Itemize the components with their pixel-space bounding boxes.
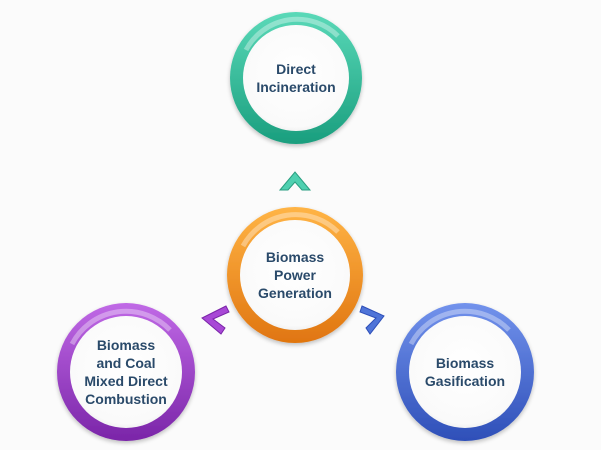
arrow-right-icon: [359, 305, 385, 335]
label-biomass-power-generation: Biomass Power Generation: [258, 249, 332, 301]
node-biomass-coal-mixed-combustion: [57, 303, 195, 441]
label-direct-incineration: Direct Incineration: [256, 61, 336, 95]
node-direct-incineration: [230, 12, 362, 144]
label-biomass-gasification: Biomass Gasification: [424, 355, 506, 389]
node-biomass-gasification: [396, 303, 534, 441]
arrow-left-icon: [201, 305, 230, 335]
label-biomass-coal-mixed-combustion: Biomass and Coal Mixed Direct Combustion: [84, 337, 168, 407]
node-biomass-power-generation: [227, 207, 363, 343]
arrow-up-icon: [278, 171, 312, 191]
